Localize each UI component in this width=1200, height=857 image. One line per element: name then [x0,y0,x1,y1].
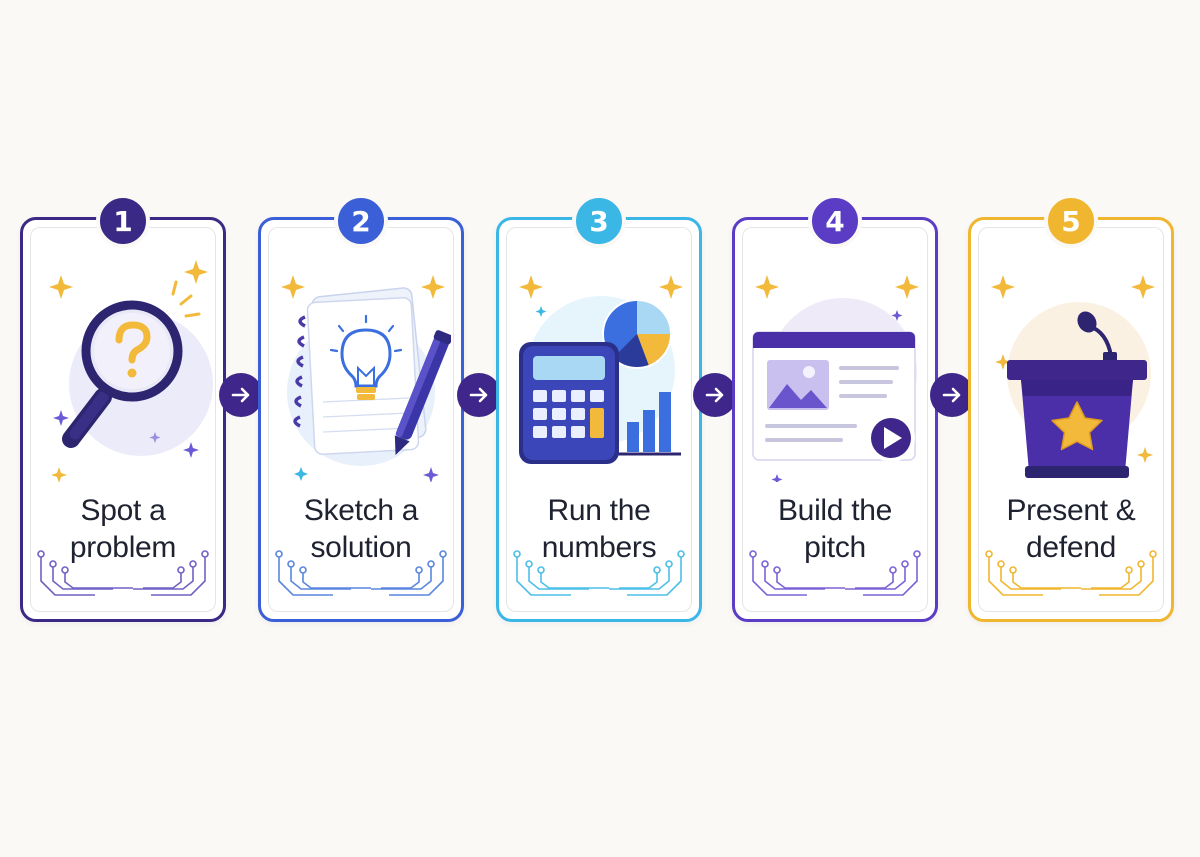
arrow-right-icon [231,387,250,403]
circuit-decoration-icon [37,550,209,596]
arrow-right-icon [942,387,961,403]
step-label-2: Sketch a solution [303,494,419,564]
arrow-right-icon [469,387,488,403]
step-card-2: 2 [258,194,464,622]
magnifier-question-icon [49,260,213,482]
podium-star-icon [991,275,1155,478]
circuit-decoration-icon [985,550,1157,596]
step-badge-1: 1 [96,194,150,248]
notebook-lightbulb-icon [281,275,451,482]
arrow-right-icon [705,387,724,403]
circuit-decoration-icon [749,550,921,596]
arrow-next-3 [693,373,737,417]
step-card-5: 5 Present & defend [968,194,1174,622]
step-label-5: Present & defend [1006,494,1136,564]
step-label-1: Spot a problem [69,494,177,564]
step-label-4: Build the pitch [777,494,893,564]
slide-deck-icon [752,275,919,482]
calculator-chart-icon [519,275,683,464]
arrow-next-2 [457,373,501,417]
step-card-1: 1 Spot a problem [20,194,226,622]
step-badge-4: 4 [808,194,862,248]
step-label-3: Run the numbers [541,494,657,564]
arrow-next-1 [219,373,263,417]
step-badge-5: 5 [1044,194,1098,248]
step-badge-2: 2 [334,194,388,248]
step-card-4: 4 Build the pitch [732,194,938,622]
step-badge-3: 3 [572,194,626,248]
circuit-decoration-icon [513,550,685,596]
circuit-decoration-icon [275,550,447,596]
arrow-next-4 [930,373,974,417]
step-card-3: 3 Run the n [496,194,702,622]
